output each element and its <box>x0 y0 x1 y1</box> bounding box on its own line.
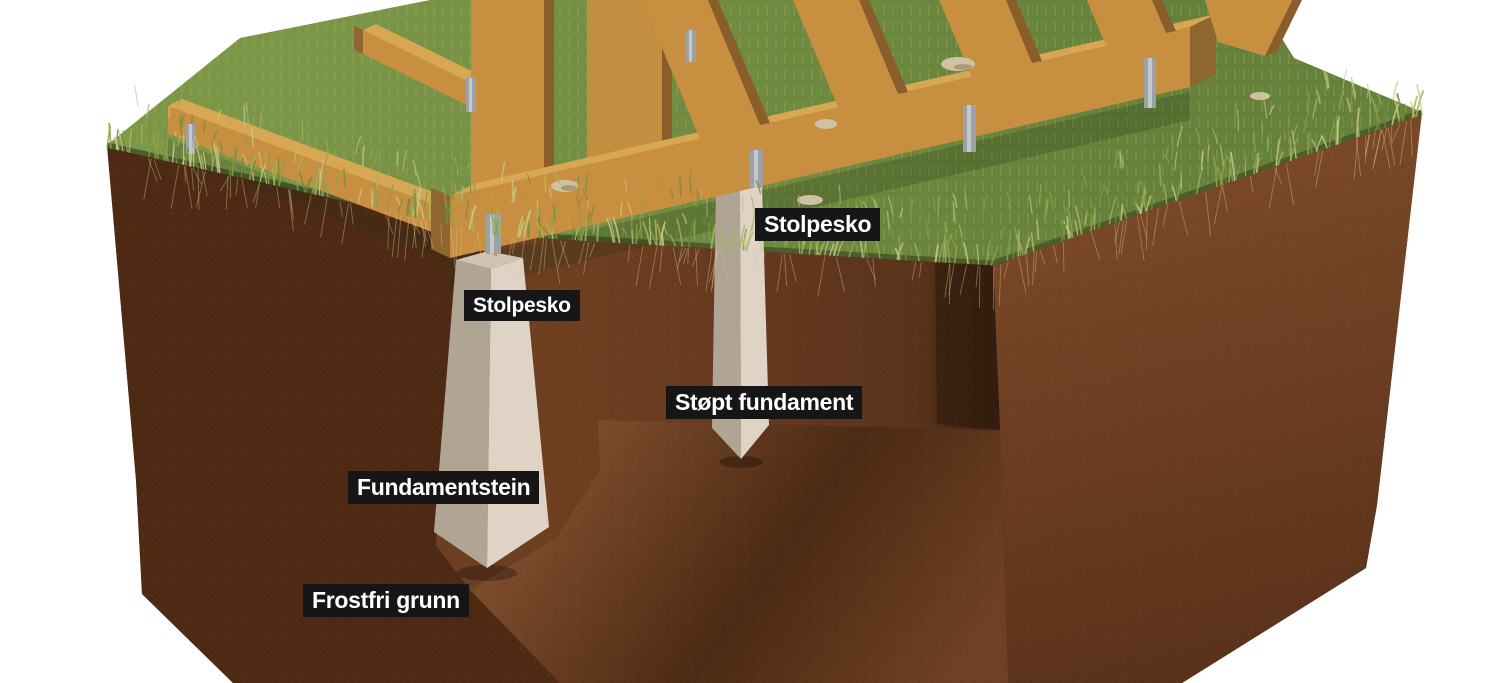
post-shoe-bracket-icon <box>186 124 195 154</box>
post-shoe-bracket-icon <box>1144 58 1156 108</box>
deck-joist-1 <box>642 0 760 139</box>
post-shoe-bracket-icon <box>686 30 696 62</box>
pebbles <box>551 57 1270 205</box>
post-anchor-brackets <box>186 30 1156 254</box>
label-stolpesko-left: Stolpesko <box>464 290 580 322</box>
deck-joist-3-side <box>1006 0 1042 63</box>
deck-joist-5-side <box>1265 0 1302 56</box>
label-frostfri-grunn: Frostfri grunn <box>303 584 469 618</box>
deck-joist-3 <box>939 0 1032 77</box>
wood-framing <box>168 0 1302 258</box>
label-stopt-fundament: Støpt fundament <box>666 386 863 420</box>
deck-joist-2-side <box>859 0 908 94</box>
deck-joist-2 <box>793 0 898 107</box>
rim-joist-front <box>168 106 497 256</box>
deck-joist-5 <box>1205 0 1292 56</box>
deck-joist-4 <box>1087 0 1166 46</box>
post-shoe-bracket-icon <box>963 105 976 152</box>
upper-rail-front <box>363 30 481 112</box>
label-fundamentstein: Fundamentstein <box>348 471 540 505</box>
rim-joist-top <box>168 99 511 228</box>
deck-joist-4-side <box>1152 0 1176 33</box>
grass-fringe <box>106 69 1425 310</box>
beam-front-face <box>450 27 1190 258</box>
post-shoe-bracket-icon <box>466 78 476 112</box>
deck-joist-1-side <box>708 0 770 125</box>
beam-right-end-cap <box>1190 14 1216 87</box>
label-stolpesko-right: Stolpesko <box>755 208 881 242</box>
foundation-stone-top-face <box>456 251 523 269</box>
post-a-front <box>471 0 544 226</box>
upper-rail-end-cap <box>354 26 363 54</box>
post-shoe-bracket-icon <box>750 150 763 188</box>
beam-left-end-cap <box>431 188 450 258</box>
upper-rail-top <box>363 24 494 88</box>
beam-shadow-on-grass <box>450 92 1190 292</box>
